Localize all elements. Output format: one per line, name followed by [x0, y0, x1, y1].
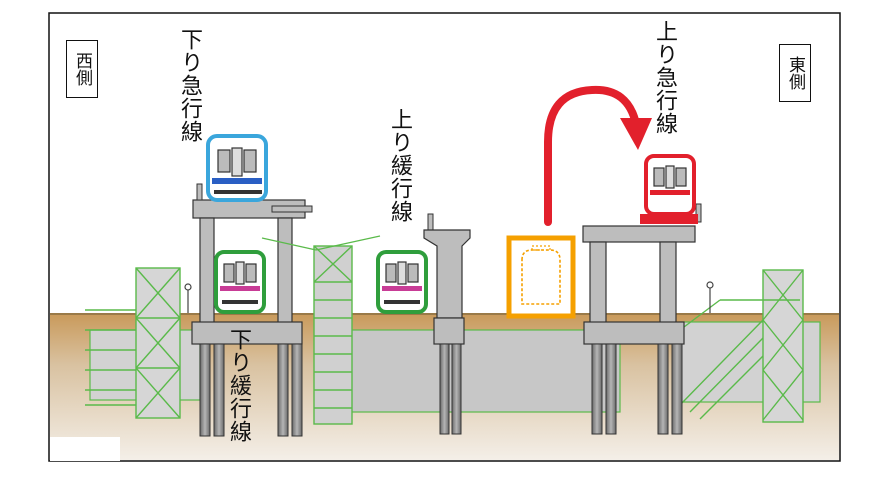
right-viaduct [582, 203, 702, 435]
underground-box [334, 329, 621, 413]
left-staircase-scaffold [85, 267, 181, 419]
train-down-express [206, 134, 268, 202]
down-local-label: 下り緩行線 [226, 328, 251, 443]
train-up-local [376, 250, 428, 314]
up-local-label: 上り緩行線 [387, 108, 412, 223]
train-down-local [214, 250, 266, 314]
train-up-express [640, 154, 698, 224]
label-leader-lines [261, 235, 381, 251]
center-pier [423, 213, 471, 435]
move-arrow [544, 85, 652, 226]
up-express-label: 上り急行線 [652, 20, 677, 135]
bottom-white-patch [50, 437, 120, 461]
west-side-label: 西側 [66, 40, 98, 98]
signal-post-right [706, 281, 714, 313]
down-express-label: 下り急行線 [177, 28, 202, 143]
former-track-position [506, 235, 576, 319]
left-viaduct [191, 183, 313, 437]
right-staircase-scaffold [679, 269, 804, 423]
signal-post-left [184, 283, 192, 313]
east-side-label: 東側 [779, 44, 811, 102]
center-staircase-scaffold [313, 245, 353, 425]
